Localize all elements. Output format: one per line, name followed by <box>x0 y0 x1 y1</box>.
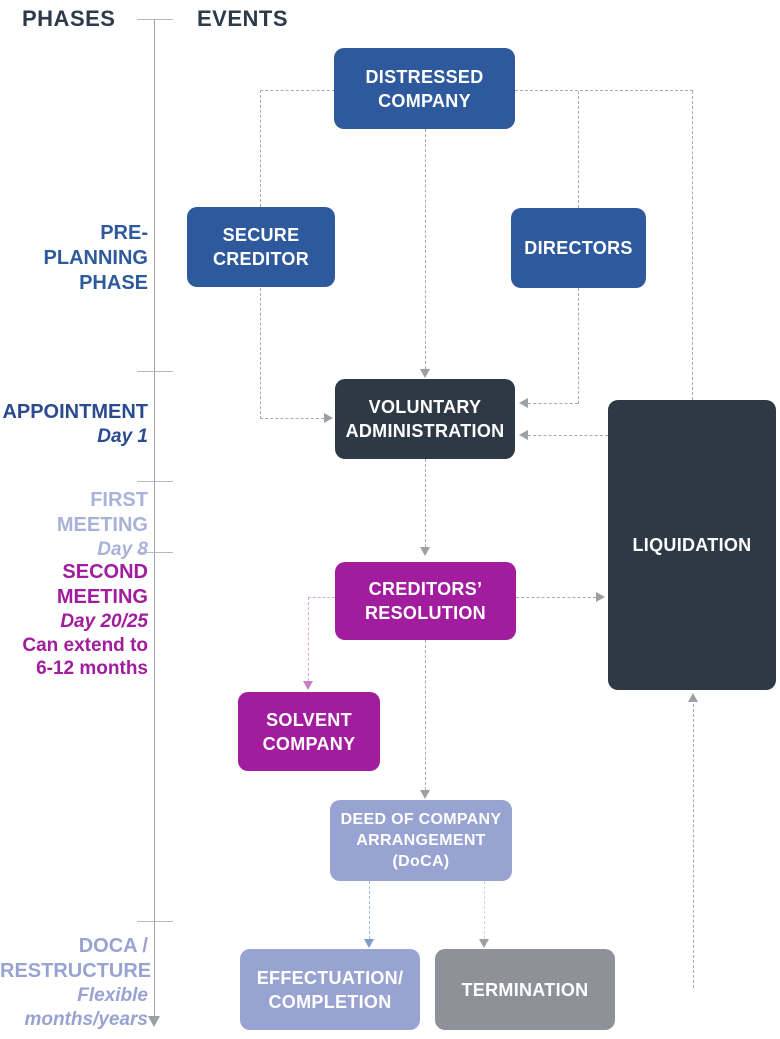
phase-pre-planning-title: PRE-PLANNING PHASE <box>43 222 148 294</box>
arrow-left-into-va-top-icon <box>519 398 528 408</box>
phase-appointment-day: Day 1 <box>97 426 148 447</box>
phase-first-meeting: FIRST MEETING Day 8 <box>0 488 148 562</box>
arrow-down-into-effectuation-icon <box>364 939 374 948</box>
connector-liquidation-to-va <box>528 435 608 436</box>
creditors-resolution-box: CREDITORS’ RESOLUTION <box>335 562 516 640</box>
phase-appointment-title: APPOINTMENT <box>2 401 148 423</box>
connector-rail-to-directors <box>578 91 579 208</box>
secure-creditor-box: SECURE CREDITOR <box>187 207 335 287</box>
directors-box: DIRECTORS <box>511 208 646 288</box>
timeline-tick-start <box>137 19 173 20</box>
voluntary-administration-box: VOLUNTARY ADMINISTRATION <box>335 379 515 459</box>
timeline-arrow-down-icon <box>148 1016 160 1027</box>
connector-doca-to-termination <box>484 881 485 939</box>
connector-doca-to-effectuation <box>369 881 370 939</box>
distressed-company-box: DISTRESSED COMPANY <box>334 48 515 129</box>
effectuation-completion-box: EFFECTUATION/ COMPLETION <box>240 949 420 1030</box>
arrow-down-into-termination-icon <box>479 939 489 948</box>
connector-creditors-resolution-to-liquidation <box>516 597 596 598</box>
connector-va-to-creditors-resolution <box>425 459 426 547</box>
phase-second-meeting-title: SECOND MEETING <box>56 561 148 608</box>
connector-up-to-liquidation <box>693 704 694 988</box>
arrow-right-into-va-icon <box>324 413 333 423</box>
timeline-tick-second-meeting <box>137 552 173 553</box>
arrow-left-into-va-bottom-icon <box>519 430 528 440</box>
connector-distressed-to-right-rail <box>515 90 693 91</box>
arrow-up-into-liquidation-icon <box>688 693 698 702</box>
timeline-tick-doca <box>137 921 173 922</box>
connector-rail-to-secure-creditor <box>260 90 261 207</box>
phase-first-meeting-day: Day 8 <box>97 539 148 560</box>
phases-column-header: PHASES <box>22 6 116 31</box>
connector-creditors-resolution-left <box>308 597 335 598</box>
solvent-company-box: SOLVENT COMPANY <box>238 692 380 771</box>
phase-pre-planning: PRE-PLANNING PHASE <box>0 221 148 296</box>
arrow-down-into-va-icon <box>420 369 430 378</box>
connector-rail-to-liquidation <box>692 91 693 400</box>
phase-second-meeting-note: Can extend to 6-12 months <box>22 635 148 679</box>
phase-doca-duration: Flexible months/years <box>24 985 148 1030</box>
doca-box: DEED OF COMPANY ARRANGEMENT (DoCA) <box>330 800 512 881</box>
timeline-tick-first-meeting <box>137 481 173 482</box>
arrow-right-into-liquidation-icon <box>596 592 605 602</box>
phase-doca-restructure: DOCA / RESTRUCTURE Flexible months/years <box>0 934 152 1032</box>
connector-to-solvent-company <box>308 597 309 681</box>
phase-second-meeting-day: Day 20/25 <box>60 611 148 632</box>
timeline-tick-appointment <box>137 371 173 372</box>
arrow-down-into-solvent-company-icon <box>303 681 313 690</box>
phase-appointment: APPOINTMENT Day 1 <box>0 400 148 449</box>
arrow-down-into-creditors-resolution-icon <box>420 547 430 556</box>
termination-box: TERMINATION <box>435 949 615 1030</box>
phase-second-meeting: SECOND MEETING Day 20/25 Can extend to 6… <box>0 560 148 680</box>
connector-directors-to-va <box>528 403 578 404</box>
events-column-header: EVENTS <box>197 6 289 31</box>
arrow-down-into-doca-icon <box>420 790 430 799</box>
timeline-line <box>154 19 155 1016</box>
phase-doca-title: DOCA / RESTRUCTURE <box>0 935 152 982</box>
connector-creditors-resolution-to-doca <box>425 640 426 790</box>
connector-directors-down <box>578 288 579 404</box>
phase-first-meeting-title: FIRST MEETING <box>56 489 148 536</box>
connector-secure-creditor-down <box>260 288 261 419</box>
connector-distressed-to-va <box>425 129 426 369</box>
connector-distressed-to-left-rail <box>260 90 335 91</box>
liquidation-box: LIQUIDATION <box>608 400 776 690</box>
connector-secure-creditor-to-va <box>260 418 324 419</box>
